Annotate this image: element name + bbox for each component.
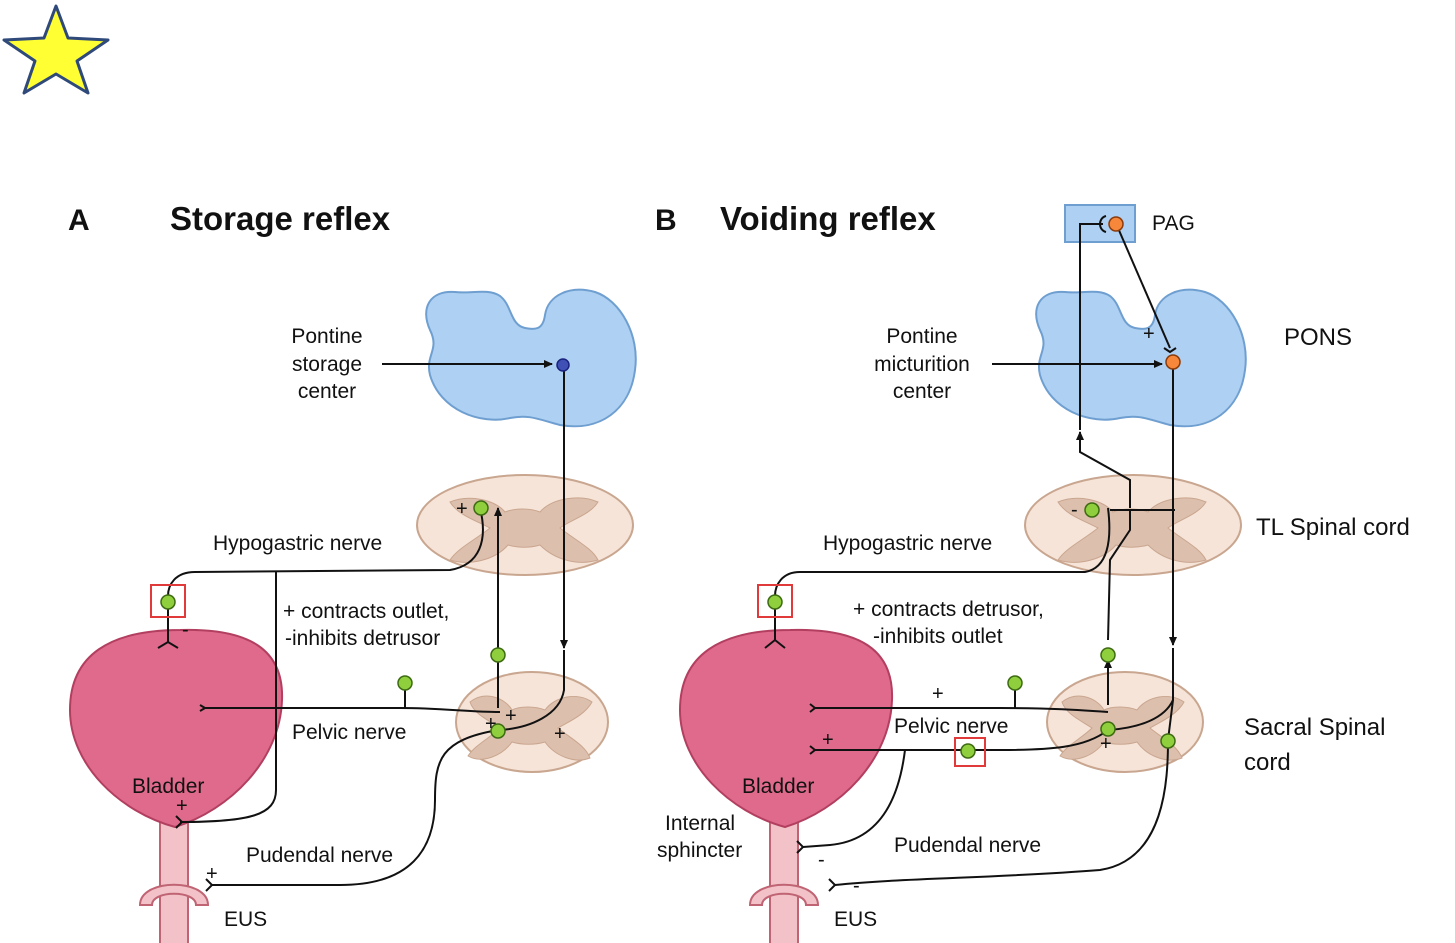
sign: + <box>456 498 468 520</box>
ascending-pathway <box>1107 510 1131 641</box>
sign: + <box>485 713 497 735</box>
sign: + <box>932 683 944 705</box>
grey-matter <box>449 497 599 563</box>
bladder <box>678 628 894 829</box>
ganglion-neuron <box>767 594 783 610</box>
sign: + <box>1100 733 1112 755</box>
panel-title: Storage reflex <box>170 200 391 237</box>
synapse-terminal <box>157 640 179 649</box>
hypogastric-nerve-label: Hypogastric nerve <box>213 532 382 555</box>
descending-tract <box>499 650 565 731</box>
panel-letter: B <box>655 204 677 237</box>
pag-projection <box>1117 227 1171 349</box>
sphincter-label-line2: sphincter <box>657 839 742 862</box>
tl-neuron <box>473 500 489 516</box>
panel-letter: A <box>68 204 90 237</box>
hypogastric-nerve-label: Hypogastric nerve <box>823 532 992 555</box>
synapse-terminal <box>764 638 786 649</box>
sign: + <box>176 795 188 817</box>
pudendal-motor-neuron <box>1160 733 1176 749</box>
bladder <box>68 628 284 829</box>
bladder-label: Bladder <box>742 775 814 798</box>
sign: + <box>206 863 218 885</box>
pelvic-nerve-label: Pelvic nerve <box>292 721 406 744</box>
outlet-nerve <box>179 705 277 823</box>
external-urethral-sphincter <box>748 883 820 906</box>
pelvic-ganglion-neuron <box>960 743 976 759</box>
synapse-terminal <box>828 878 837 892</box>
highlight-box <box>757 584 793 618</box>
panel-title: Voiding reflex <box>720 200 936 237</box>
motor-neuron <box>490 723 506 739</box>
sign: - <box>818 849 825 871</box>
sign: - <box>182 619 189 641</box>
external-urethral-sphincter <box>138 883 210 906</box>
sacral-cord-label-line1: Sacral Spinal <box>1244 714 1385 741</box>
pelvic-nerve <box>205 707 501 713</box>
eus-label: EUS <box>834 908 877 931</box>
pontine-label-line2: micturition <box>874 353 970 376</box>
effect-label-line2: -inhibits outlet <box>873 625 1003 648</box>
pudendal-nerve-label: Pudendal nerve <box>246 844 393 867</box>
pelvic-nerve-label: Pelvic nerve <box>894 715 1008 738</box>
pontine-label-line3: center <box>298 380 356 403</box>
highlight-box <box>150 584 186 618</box>
sign: + <box>822 729 834 751</box>
panel-b: B Voiding reflex PAG Bladder Pontine mic… <box>655 200 1247 943</box>
brainstem <box>425 288 637 428</box>
effect-label-line1: + contracts outlet, <box>283 600 449 623</box>
effect-label-line2: -inhibits detrusor <box>285 627 440 650</box>
synapse-terminal <box>175 815 184 829</box>
pontine-neuron <box>1165 354 1181 370</box>
pudendal-nerve-label: Pudendal nerve <box>894 834 1041 857</box>
sphincter-nerve <box>802 749 906 848</box>
sign: + <box>554 723 566 745</box>
sign: + <box>505 705 517 727</box>
urethra <box>159 819 189 943</box>
sensory-neuron <box>397 675 413 691</box>
pag-label: PAG <box>1152 212 1195 235</box>
pontine-label-line1: Pontine <box>886 325 957 348</box>
synapse-terminal <box>205 878 214 892</box>
pons-label: PONS <box>1284 324 1352 351</box>
highlight-box <box>954 737 986 767</box>
pontine-label-line3: center <box>893 380 951 403</box>
interneuron <box>1100 647 1116 663</box>
motor-neuron <box>1100 721 1116 737</box>
pontine-neuron <box>556 358 570 372</box>
sign: - <box>853 875 860 897</box>
sensory-neuron <box>1007 675 1023 691</box>
pontine-label-line2: storage <box>292 353 362 376</box>
eus-label: EUS <box>224 908 267 931</box>
pelvic-efferent <box>815 729 1109 751</box>
synapse-terminal <box>796 840 805 854</box>
sphincter-label-line1: Internal <box>665 812 735 835</box>
interneuron <box>490 647 506 663</box>
brainstem <box>1035 288 1247 428</box>
panel-a: A Storage reflex Bladder Pontine storage… <box>68 200 637 943</box>
star-icon <box>2 4 110 95</box>
pudendal-nerve <box>212 729 499 886</box>
bladder-label: Bladder <box>132 775 204 798</box>
tl-spinal-cord-label: TL Spinal cord <box>1256 514 1410 541</box>
ascending-pathway <box>1079 223 1103 430</box>
urethra <box>769 819 799 943</box>
sign: - <box>1071 499 1078 521</box>
tl-neuron <box>1084 502 1100 518</box>
sacral-cord-label-line2: cord <box>1244 749 1291 776</box>
pontine-label-line1: Pontine <box>291 325 362 348</box>
ganglion-neuron <box>160 594 176 610</box>
sign: + <box>1143 323 1155 345</box>
pelvic-nerve <box>815 707 1109 713</box>
pag-neuron <box>1108 216 1124 232</box>
synapse-terminal <box>1099 215 1107 233</box>
synapse-terminal <box>1163 347 1177 354</box>
effect-label-line1: + contracts detrusor, <box>853 598 1044 621</box>
pudendal-nerve <box>834 739 1169 886</box>
